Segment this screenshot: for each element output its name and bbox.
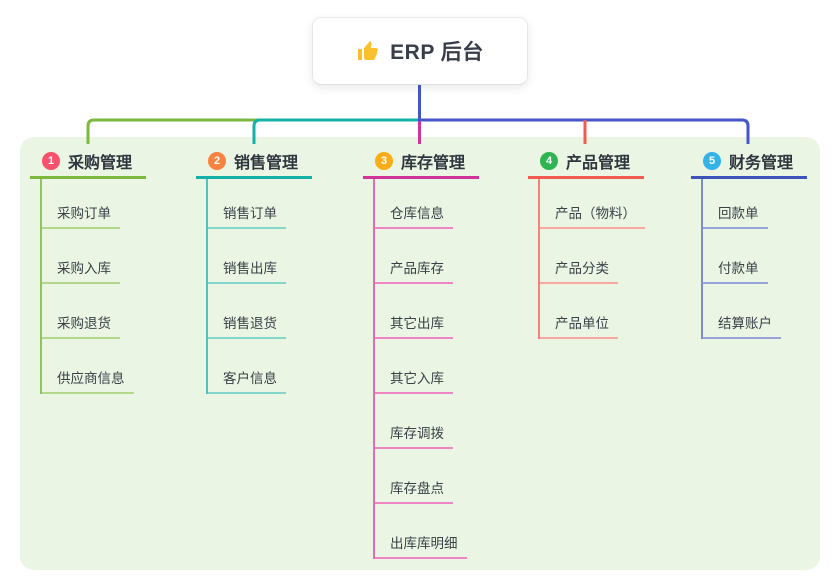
child-node[interactable]: 采购订单: [42, 179, 120, 229]
branch-number-badge: 4: [540, 152, 558, 170]
child-label: 库存调拨: [390, 426, 444, 441]
child-label: 库存盘点: [390, 481, 444, 496]
branch-number-badge: 3: [375, 152, 393, 170]
branch-sales: 2 销售管理 销售订单 销售出库 销售退货 客户信息: [196, 146, 312, 394]
child-node[interactable]: 其它入库: [375, 339, 453, 394]
connector-branch-sales: [252, 118, 420, 144]
branch-title: 产品管理: [566, 155, 631, 172]
branch-title: 销售管理: [234, 155, 299, 172]
branch-number-badge: 2: [208, 152, 226, 170]
branch-purchase: 1 采购管理 采购订单 采购入库 采购退货 供应商信息: [30, 146, 146, 394]
child-label: 结算账户: [718, 316, 772, 331]
child-label: 销售出库: [223, 261, 277, 276]
child-label: 回款单: [718, 206, 759, 221]
child-label: 采购订单: [57, 206, 111, 221]
child-label: 付款单: [718, 261, 759, 276]
child-label: 客户信息: [223, 371, 277, 386]
branch-node-finance[interactable]: 5 财务管理: [691, 146, 807, 179]
child-node[interactable]: 销售退货: [208, 284, 286, 339]
child-node[interactable]: 产品（物料）: [540, 179, 645, 229]
child-node[interactable]: 出库库明细: [375, 504, 467, 559]
branch-node-product[interactable]: 4 产品管理: [528, 146, 644, 179]
child-node[interactable]: 仓库信息: [375, 179, 453, 229]
branch-children: 回款单 付款单 结算账户: [701, 179, 781, 339]
branch-product: 4 产品管理 产品（物料） 产品分类 产品单位: [528, 146, 645, 339]
background-panel: [20, 137, 820, 570]
child-label: 产品库存: [390, 261, 444, 276]
child-label: 产品分类: [555, 261, 609, 276]
child-node[interactable]: 销售订单: [208, 179, 286, 229]
root-title: ERP 后台: [390, 41, 484, 64]
child-label: 采购入库: [57, 261, 111, 276]
branch-node-sales[interactable]: 2 销售管理: [196, 146, 312, 179]
child-node[interactable]: 库存调拨: [375, 394, 453, 449]
child-label: 产品（物料）: [555, 206, 636, 221]
child-label: 销售退货: [223, 316, 277, 331]
child-node[interactable]: 其它出库: [375, 284, 453, 339]
branch-title: 财务管理: [729, 155, 794, 172]
branch-children: 仓库信息 产品库存 其它出库 其它入库 库存调拨 库存盘点 出库库明细: [373, 179, 467, 559]
branch-finance: 5 财务管理 回款单 付款单 结算账户: [691, 146, 807, 339]
child-label: 产品单位: [555, 316, 609, 331]
branch-title: 采购管理: [68, 155, 133, 172]
child-node[interactable]: 供应商信息: [42, 339, 134, 394]
branch-number-badge: 5: [703, 152, 721, 170]
child-node[interactable]: 客户信息: [208, 339, 286, 394]
branch-children: 销售订单 销售出库 销售退货 客户信息: [206, 179, 286, 394]
child-node[interactable]: 产品单位: [540, 284, 618, 339]
child-node[interactable]: 结算账户: [703, 284, 781, 339]
branch-children: 采购订单 采购入库 采购退货 供应商信息: [40, 179, 134, 394]
branch-inventory: 3 库存管理 仓库信息 产品库存 其它出库 其它入库 库存调拨 库存盘点 出库库…: [363, 146, 479, 559]
branch-title: 库存管理: [401, 155, 466, 172]
branch-node-inventory[interactable]: 3 库存管理: [363, 146, 479, 179]
child-node[interactable]: 产品分类: [540, 229, 618, 284]
child-label: 出库库明细: [390, 536, 458, 551]
connector-root-right: [418, 85, 750, 144]
child-node[interactable]: 产品库存: [375, 229, 453, 284]
child-label: 其它出库: [390, 316, 444, 331]
child-node[interactable]: 库存盘点: [375, 449, 453, 504]
connector-branch-purchase: [86, 118, 420, 144]
child-node[interactable]: 采购退货: [42, 284, 120, 339]
child-label: 其它入库: [390, 371, 444, 386]
branch-number-badge: 1: [42, 152, 60, 170]
child-node[interactable]: 销售出库: [208, 229, 286, 284]
child-node[interactable]: 回款单: [703, 179, 768, 229]
child-node[interactable]: 付款单: [703, 229, 768, 284]
child-node[interactable]: 采购入库: [42, 229, 120, 284]
child-label: 仓库信息: [390, 206, 444, 221]
thumbs-up-icon: [356, 39, 380, 63]
child-label: 供应商信息: [57, 371, 125, 386]
branch-children: 产品（物料） 产品分类 产品单位: [538, 179, 645, 339]
child-label: 销售订单: [223, 206, 277, 221]
branch-node-purchase[interactable]: 1 采购管理: [30, 146, 146, 179]
child-label: 采购退货: [57, 316, 111, 331]
root-node[interactable]: ERP 后台: [313, 18, 527, 84]
